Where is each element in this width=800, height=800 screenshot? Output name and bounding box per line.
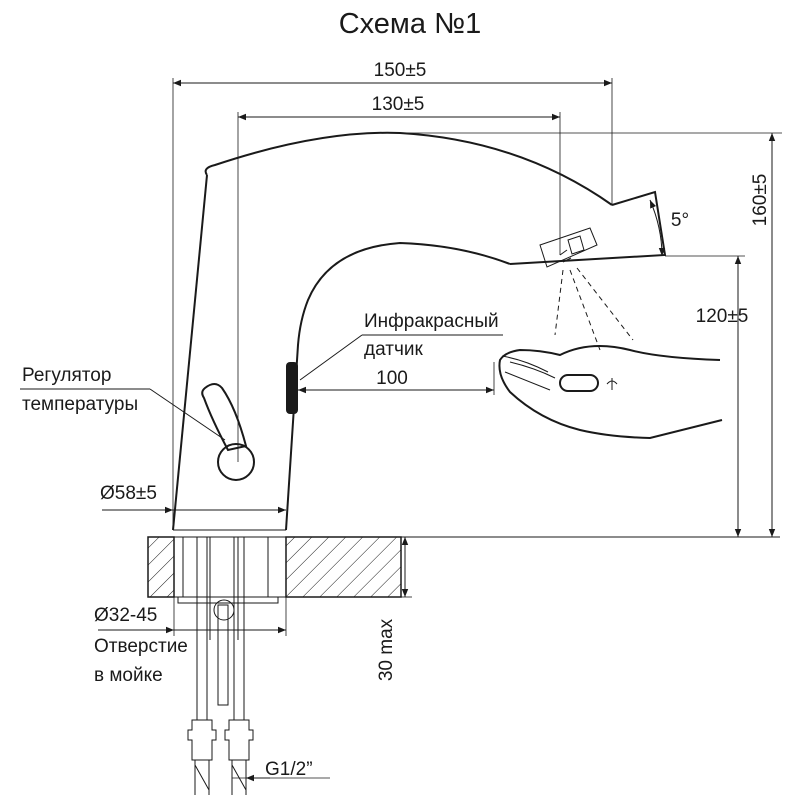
dim-base-diameter-label: Ø58±5 <box>100 483 157 504</box>
dim-overall-width-label: 150±5 <box>374 60 427 81</box>
dim-thread-label: G1/2” <box>265 759 313 780</box>
dim-spout-height-label: 120±5 <box>696 306 749 327</box>
flexible-hoses <box>187 537 254 795</box>
hole-label-line1: Отверстие <box>94 636 188 657</box>
sensor-label-line1: Инфракрасный <box>364 311 499 332</box>
diagram-title: Схема №1 <box>339 8 482 40</box>
countertop <box>147 529 780 598</box>
mounting-hardware <box>177 537 279 640</box>
sensor-label-line2: датчик <box>364 339 423 360</box>
dim-spout-height <box>665 255 745 537</box>
regulator-label-line1: Регулятор <box>22 365 111 386</box>
dim-overall-width <box>172 78 613 530</box>
dim-sensor-distance-label: 100 <box>376 368 408 389</box>
spout-aerator <box>539 227 598 268</box>
water-spray <box>554 267 634 351</box>
dim-spout-reach <box>237 112 561 462</box>
dim-spout-reach-label: 130±5 <box>372 94 425 115</box>
ir-sensor-window <box>286 362 298 414</box>
hole-label-line2: в мойке <box>94 665 163 686</box>
dim-overall-height <box>400 132 782 537</box>
dim-hole-diameter-label: Ø32-45 <box>94 605 157 626</box>
callout-ir-sensor <box>299 334 503 381</box>
dim-sensor-distance <box>298 362 495 395</box>
callout-temperature-regulator <box>20 388 226 441</box>
dim-counter-thickness <box>401 537 412 598</box>
dim-tilt-angle <box>649 199 666 257</box>
dim-tilt-angle-label: 5° <box>671 210 689 231</box>
temperature-regulator <box>201 383 255 481</box>
dim-counter-thickness-label: 30 max <box>376 618 397 681</box>
dim-thread <box>231 760 330 795</box>
hand-illustration <box>498 345 723 440</box>
regulator-label-line2: температуры <box>22 394 138 415</box>
dim-overall-height-label: 160±5 <box>750 174 771 227</box>
dim-hole-diameter <box>98 597 287 636</box>
